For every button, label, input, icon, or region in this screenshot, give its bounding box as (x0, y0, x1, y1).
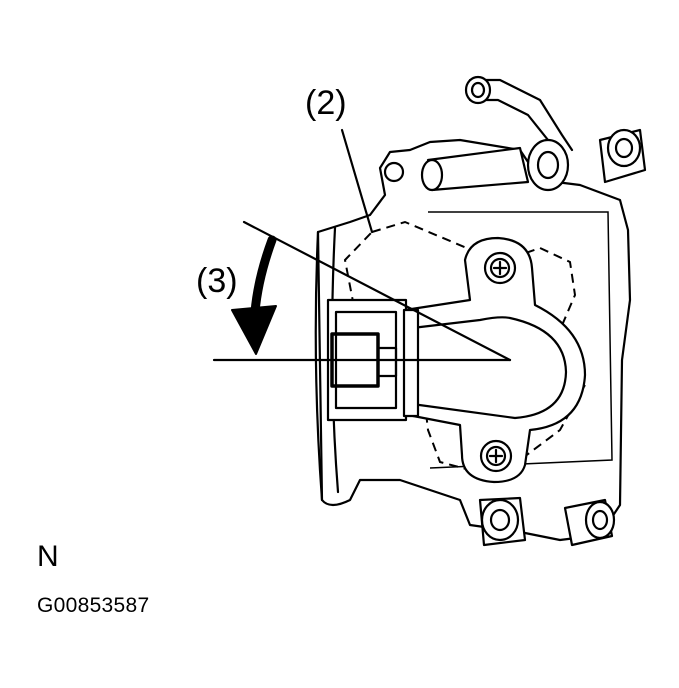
callout-sensor-label: (2) (305, 84, 347, 122)
figure-id: G00853587 (37, 594, 150, 617)
rotation-arrow (231, 235, 277, 355)
orientation-marker: N (37, 540, 59, 573)
sensor-leader-line (340, 128, 374, 234)
angle-reference-lines (212, 220, 512, 362)
lower-fittings (478, 496, 616, 547)
coolant-pipe-fittings (420, 75, 647, 192)
callout-rotation-label: (3) (196, 262, 238, 300)
